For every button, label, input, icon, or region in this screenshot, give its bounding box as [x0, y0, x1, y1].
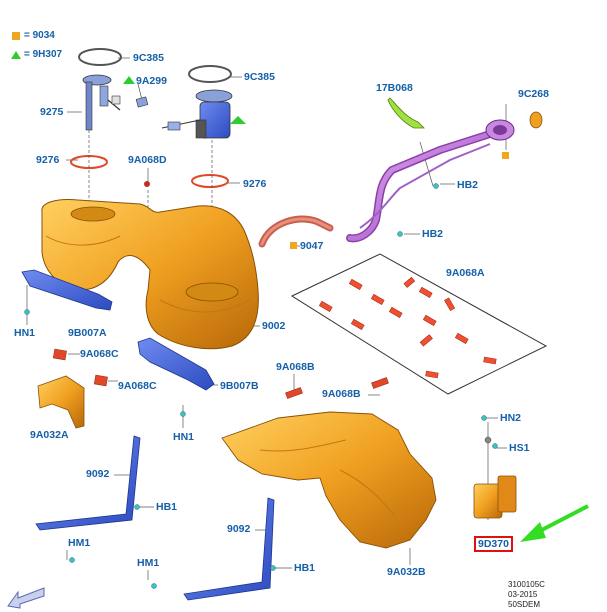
- callout-9b007a: 9B007A: [68, 327, 107, 339]
- filler-pipe: [346, 119, 515, 243]
- callout-9a068d: 9A068D: [128, 154, 167, 166]
- callout-9002: 9002: [262, 320, 286, 332]
- callout-hm1-b: HM1: [137, 557, 160, 569]
- panel-9a068a: [290, 253, 548, 395]
- legend-9h307: = 9H307: [24, 49, 63, 60]
- part-17b068: [387, 97, 425, 129]
- callout-9275: 9275: [40, 106, 64, 118]
- fasteners: [24, 183, 498, 589]
- callout-9a068a: 9A068A: [446, 267, 485, 279]
- green-arrow-icon: [520, 504, 589, 542]
- pad-9a068b-a: [285, 387, 303, 399]
- callout-9a068c-b: 9A068C: [118, 380, 157, 392]
- pad-9a068c-a: [52, 348, 67, 361]
- legend-triangle-icon: [11, 51, 21, 59]
- callout-9b007b: 9B007B: [220, 380, 259, 392]
- callout-17b068: 17B068: [376, 82, 413, 94]
- callout-hn1-a: HN1: [14, 327, 36, 339]
- callout-9a299: 9A299: [136, 75, 167, 87]
- fuel-pump-module: [135, 89, 233, 139]
- callout-9092-b: 9092: [227, 523, 251, 535]
- strap-9092-right: [183, 497, 275, 601]
- callout-hb1-b: HB1: [294, 562, 316, 574]
- back-arrow-icon: [7, 587, 45, 609]
- callout-9a068b-b: 9A068B: [322, 388, 361, 400]
- shield-9a032b: [221, 411, 437, 549]
- o-ring-9276-right: [191, 174, 229, 188]
- bracket-9b007a: [21, 269, 113, 311]
- callout-9a068c-a: 9A068C: [80, 348, 119, 360]
- callout-hb1-a: HB1: [156, 501, 178, 513]
- gasket-9c385-right: [188, 65, 232, 83]
- gasket-9c385-left: [78, 48, 122, 66]
- callout-9c268: 9C268: [518, 88, 549, 100]
- pad-9a068c-b: [93, 374, 108, 387]
- callout-9d370-highlighted: 9D370: [474, 536, 513, 552]
- adhesive-pads: [318, 276, 497, 379]
- cap-9c268: [529, 111, 543, 129]
- callout-hn2: HN2: [500, 412, 522, 424]
- callout-9276-a: 9276: [36, 154, 60, 166]
- callout-9a068b-a: 9A068B: [276, 361, 315, 373]
- marker-9034-pipe: [502, 152, 509, 159]
- fuel-tank-9002: [41, 199, 259, 350]
- fuel-sender-9275: [82, 74, 121, 131]
- callout-hb2-b: HB2: [422, 228, 444, 240]
- reference-line-2: 03-2015: [508, 590, 538, 599]
- callout-9a032a: 9A032A: [30, 429, 69, 441]
- callout-9276-b: 9276: [243, 178, 267, 190]
- legend-square-icon: [12, 32, 20, 40]
- callout-9092-a: 9092: [86, 468, 110, 480]
- callout-9047: 9047: [300, 240, 324, 252]
- callout-hs1: HS1: [509, 442, 530, 454]
- marker-9034-hose: [290, 242, 297, 249]
- callout-9c385-b: 9C385: [244, 71, 275, 83]
- callout-hm1-a: HM1: [68, 537, 91, 549]
- strap-9092-left: [35, 435, 141, 531]
- marker-9h307-9a299: [123, 76, 135, 84]
- pad-9a068b-b: [371, 377, 389, 389]
- reference-line-1: 3100105C: [508, 580, 545, 589]
- legend-9034: = 9034: [24, 30, 55, 41]
- clip-9a068d: [144, 181, 150, 187]
- back-arrow-button[interactable]: [4, 584, 48, 610]
- shield-9a032a: [37, 375, 85, 429]
- callout-9a032b: 9A032B: [387, 566, 426, 578]
- marker-9h307-module: [230, 116, 246, 124]
- callout-hn1-b: HN1: [173, 431, 195, 443]
- module-9d370: [473, 436, 517, 519]
- callout-hb2-a: HB2: [457, 179, 479, 191]
- callout-9c385-a: 9C385: [133, 52, 164, 64]
- reference-code: 3100105C 03-2015 50SDEM: [508, 580, 545, 610]
- bracket-9b007b: [137, 337, 215, 391]
- reference-line-3: 50SDEM: [508, 600, 541, 609]
